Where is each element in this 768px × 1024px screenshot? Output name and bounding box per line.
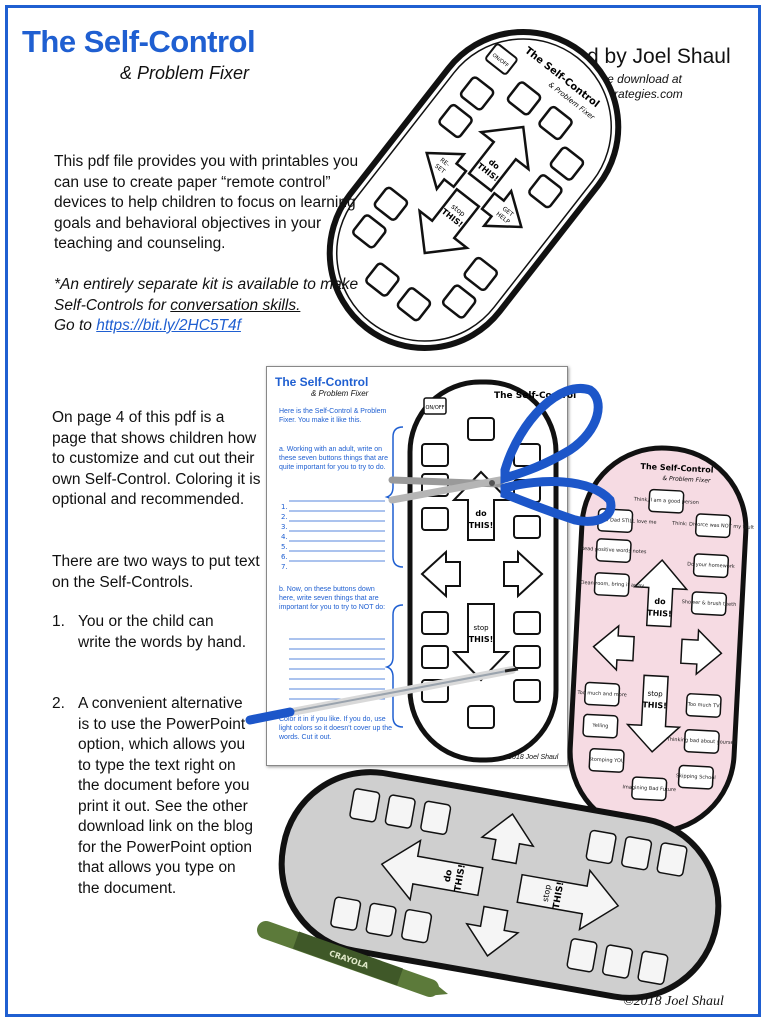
worksheet-lines: 1. 2. 3. 4. 5. 6. 7.	[281, 426, 404, 728]
worksheet-number: 3.	[281, 523, 288, 531]
worksheet-title: The Self-Control	[275, 375, 369, 389]
kit-goto-text: Go to	[54, 317, 97, 334]
worksheet-subtitle: & Problem Fixer	[311, 389, 369, 398]
worksheet-number: 5.	[281, 543, 288, 551]
list-item-number: 2.	[52, 695, 65, 712]
page-subtitle: & Problem Fixer	[120, 63, 250, 83]
worksheet-number: 4.	[281, 533, 288, 541]
copyright: ©2018 Joel Shaul	[623, 994, 724, 1009]
list-item-text: A convenient alternative is to use the P…	[78, 695, 253, 897]
worksheet-number: 1.	[281, 503, 288, 511]
kit-link[interactable]: https://bit.ly/2HC5T4f	[96, 317, 241, 334]
worksheet-number: 2.	[281, 513, 288, 521]
worksheet-intro: Here is the Self-Control & Problem Fixer…	[279, 408, 387, 424]
page-border	[5, 5, 761, 1017]
availability-line: Available for free download at	[524, 72, 682, 86]
worksheet-image: The Self-Control & Problem Fixer Here is…	[266, 366, 568, 766]
website-line: autismteachingstrategies.com	[524, 87, 683, 101]
author-line: Created by Joel Shaul	[524, 45, 731, 68]
worksheet-step-b: b. Now, on these buttons down here, writ…	[279, 586, 386, 611]
ways-paragraph: There are two ways to put text on the Se…	[52, 553, 260, 591]
list-item-number: 1.	[52, 613, 65, 630]
intro-paragraph: This pdf file provides you with printabl…	[54, 153, 359, 252]
page-title: The Self-Control	[22, 24, 256, 59]
worksheet-number: 6.	[281, 553, 288, 561]
worksheet-step-a: a. Working with an adult, write on these…	[279, 446, 388, 471]
list-item-text: You or the child can write the words by …	[78, 613, 247, 651]
availability-note: Available for free download at autismtea…	[524, 72, 744, 102]
worksheet-number: 7.	[281, 563, 288, 571]
kit-note: *An entirely separate kit is available t…	[54, 275, 364, 337]
kit-note-underlined: conversation skills.	[170, 296, 301, 314]
kit-note-text: *An entirely separate kit is available t…	[54, 276, 359, 314]
page4-paragraph: On page 4 of this pdf is a page that sho…	[52, 409, 261, 508]
